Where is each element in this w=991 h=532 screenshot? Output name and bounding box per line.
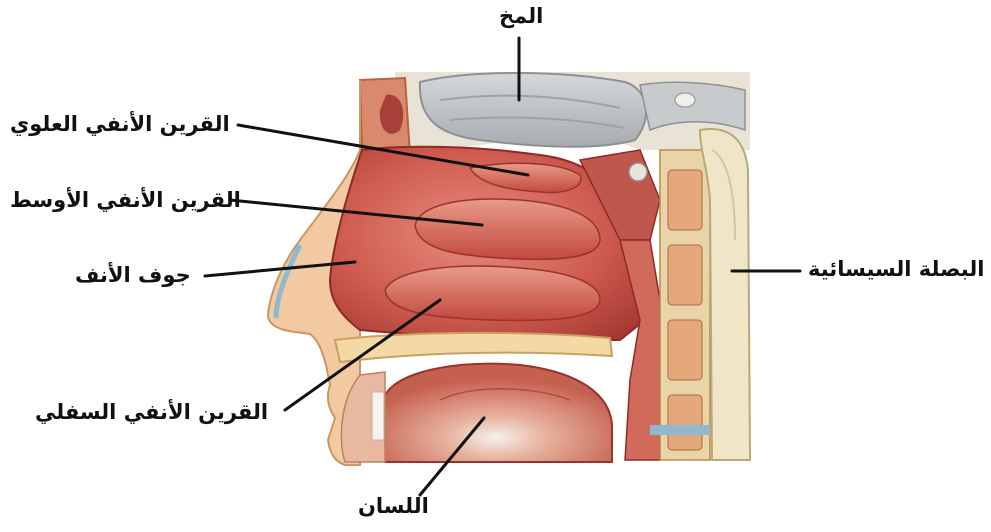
- tongue-shape: [380, 364, 612, 462]
- label-medulla: البصلة السيسائية: [808, 259, 984, 280]
- brain-region: [395, 72, 750, 150]
- label-inferior-concha: القرين الأنفي السفلي: [35, 402, 268, 423]
- label-nasal-cavity: جوف الأنف: [75, 265, 191, 286]
- label-brain: المخ: [499, 6, 543, 27]
- label-middle-concha: القرين الأنفي الأوسط: [10, 190, 241, 211]
- label-superior-concha: القرين الأنفي العلوي: [10, 114, 230, 135]
- label-tongue: اللسان: [358, 496, 429, 517]
- hard-palate: [335, 333, 612, 362]
